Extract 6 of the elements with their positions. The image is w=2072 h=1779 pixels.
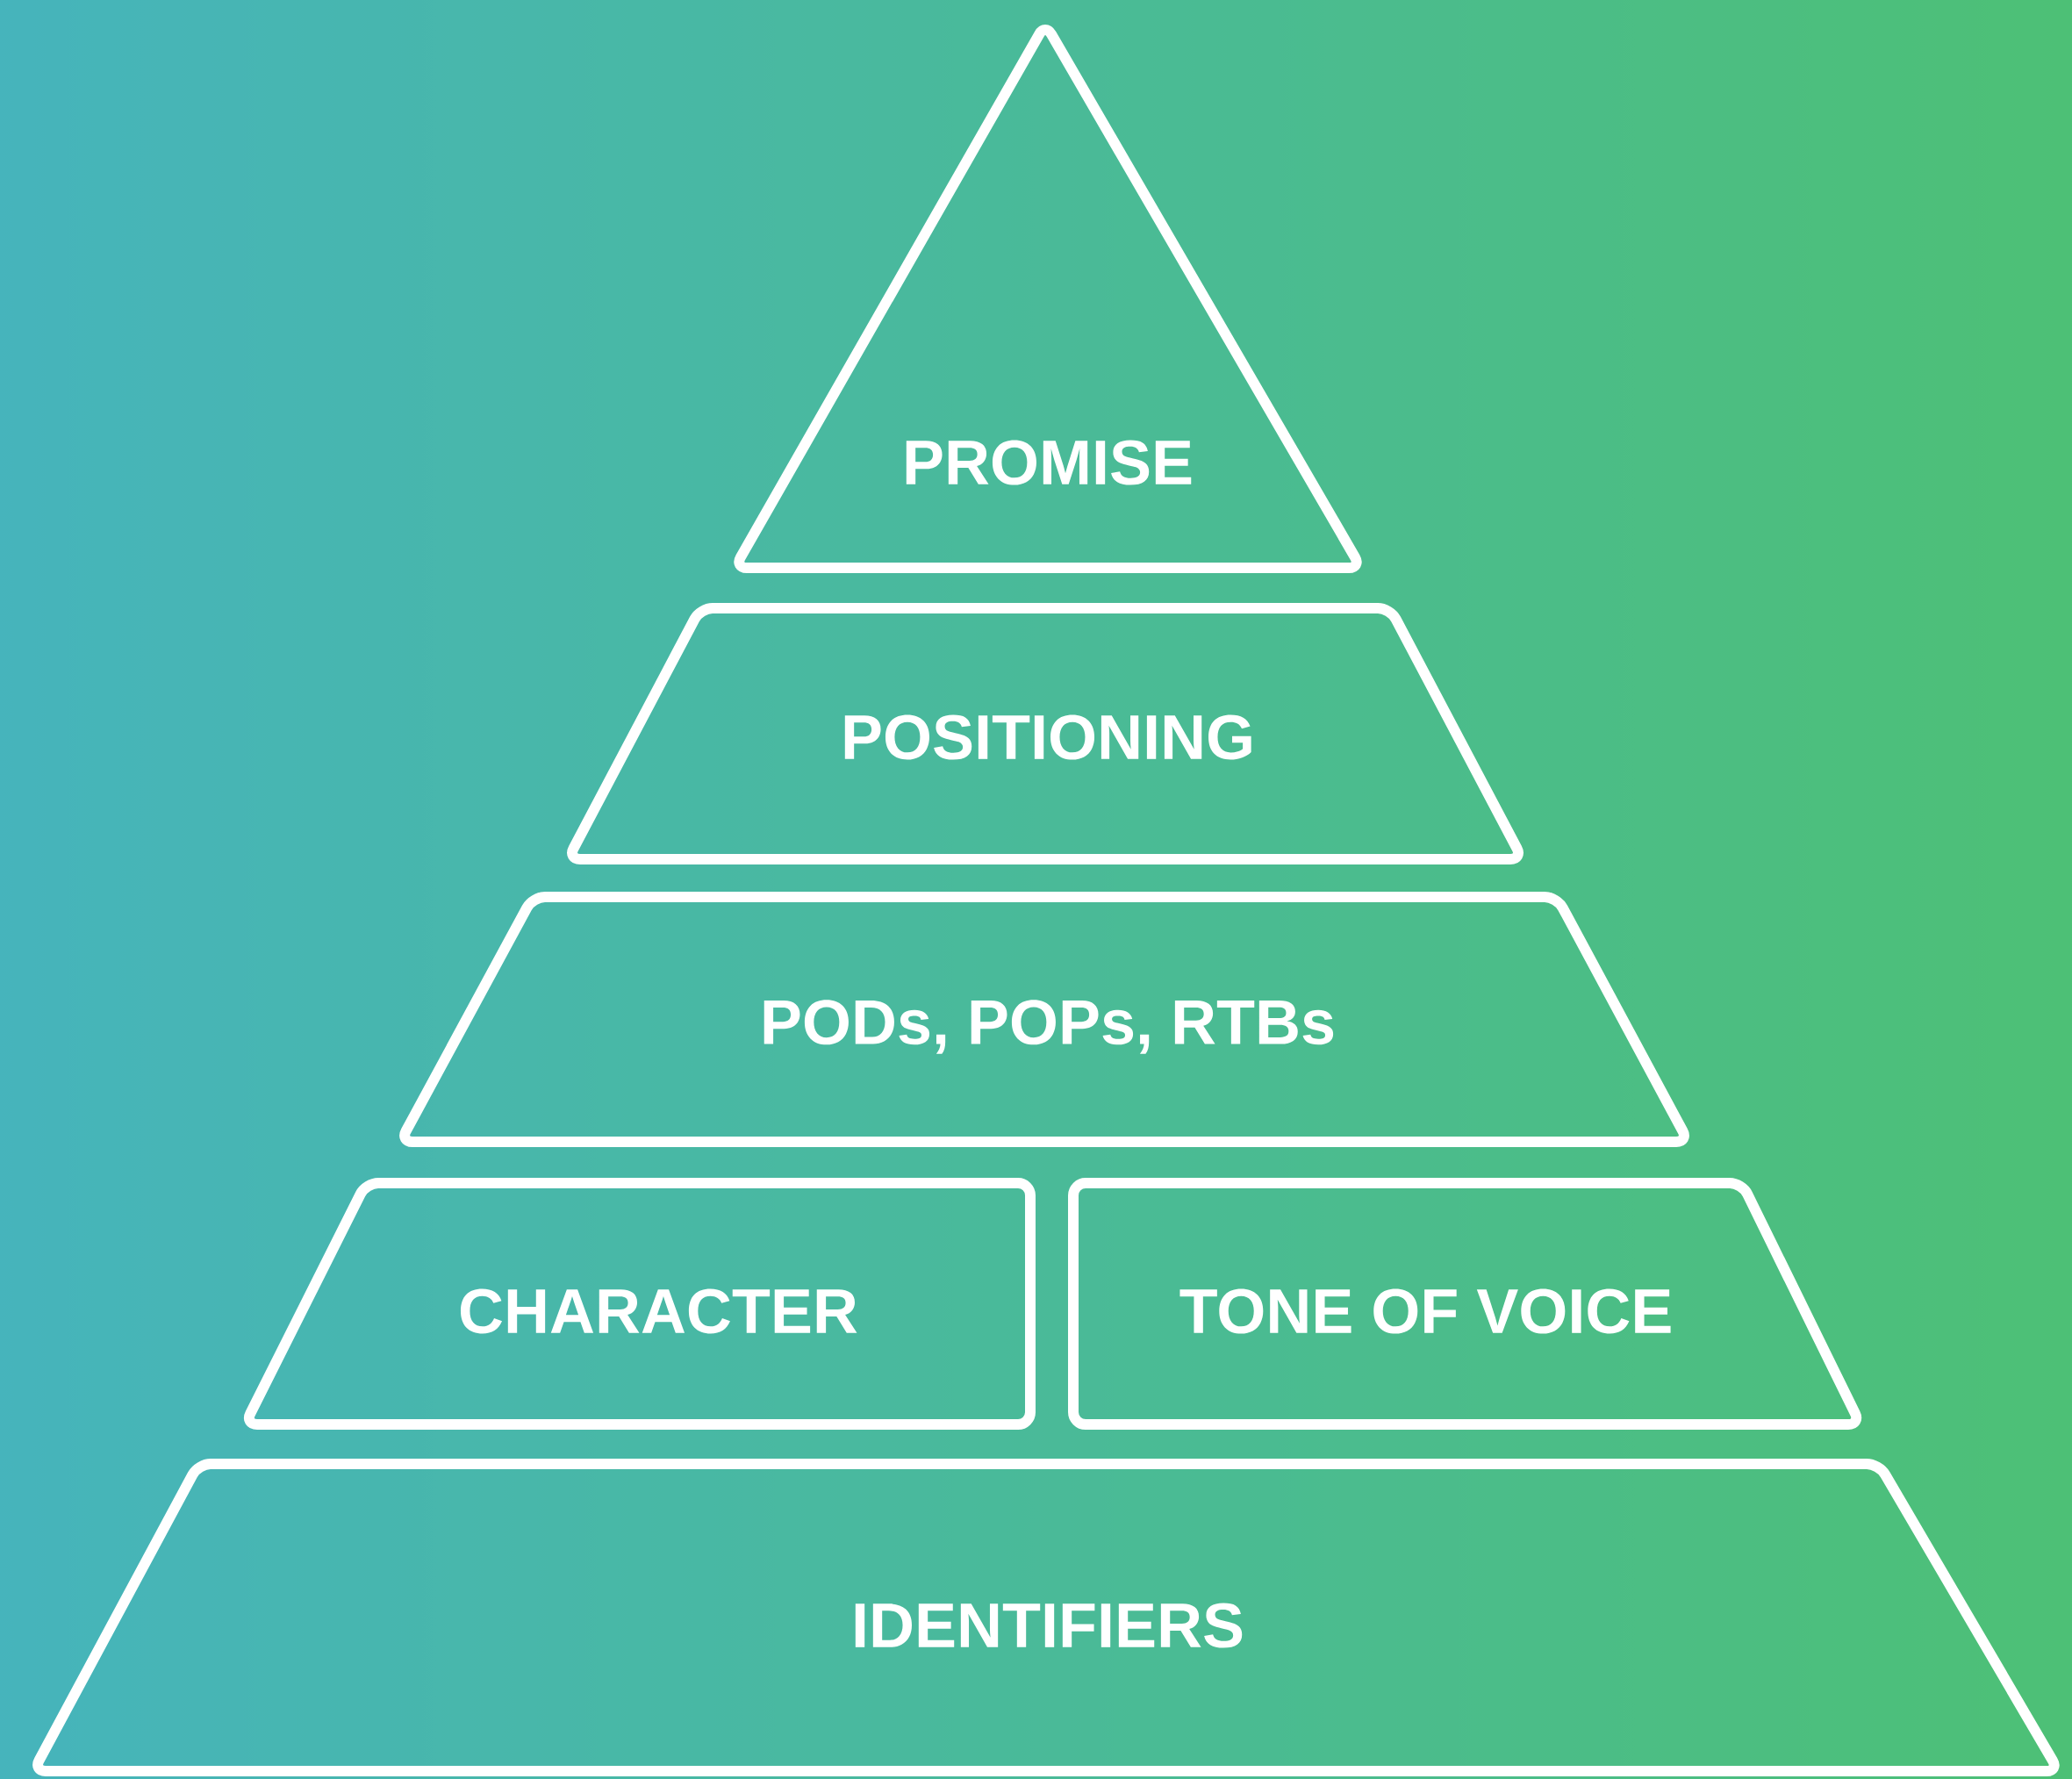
pyramid-triangle: PROMISE: [734, 25, 1362, 573]
pyramid-tier: CHARACTER: [243, 1178, 1036, 1430]
pyramid-tier: POSITIONING: [567, 603, 1524, 864]
pyramid-tier: IDENTIFIERS: [32, 1459, 2060, 1776]
pyramid-tier: TONE OF VOICE: [1068, 1178, 1862, 1430]
pyramid-tier: PODs, POPs, RTBs: [399, 892, 1689, 1147]
